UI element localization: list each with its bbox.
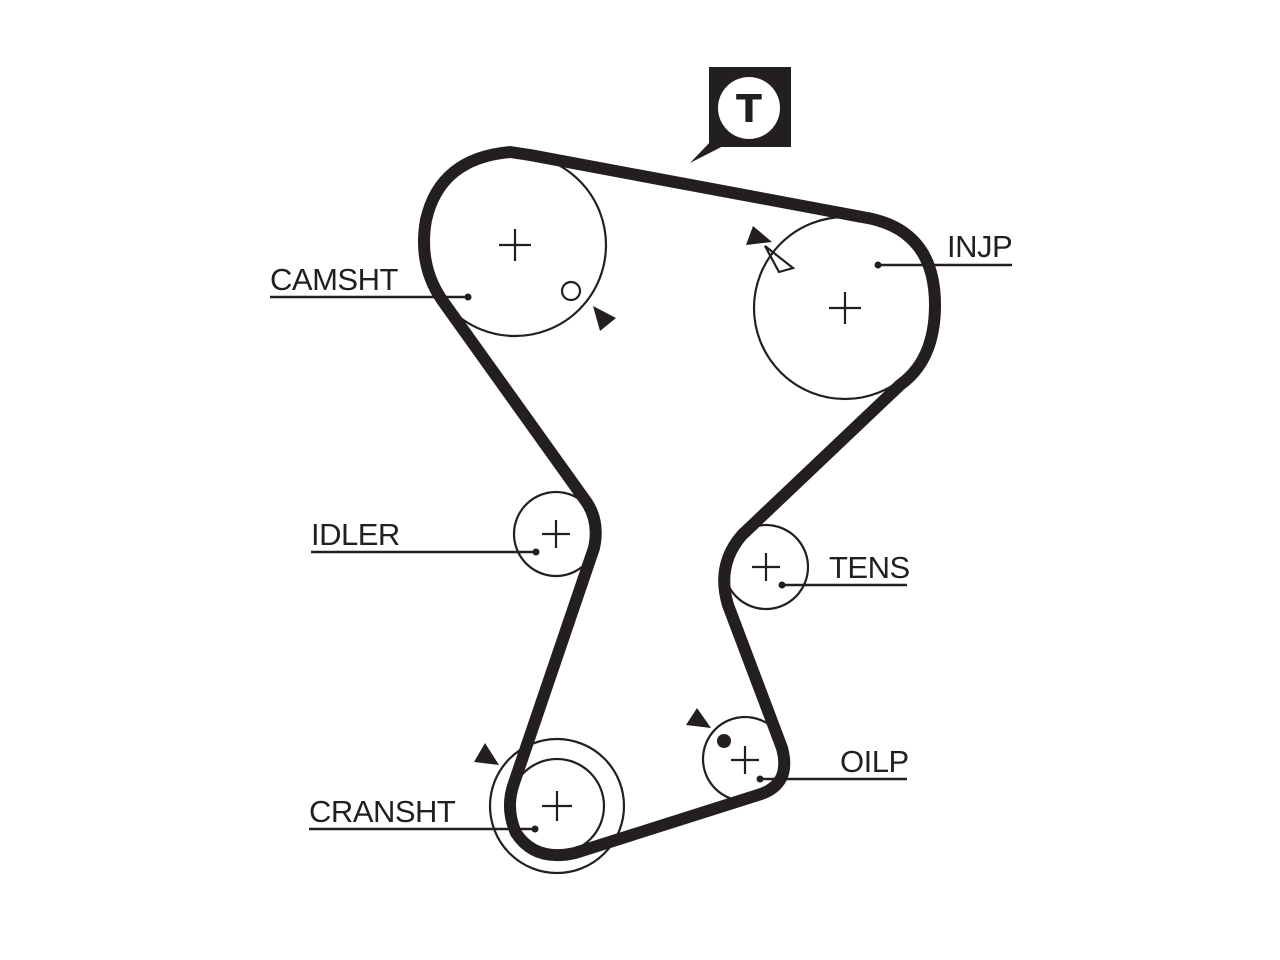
badge-letter: T (736, 87, 762, 131)
injection-pump-center-icon (829, 292, 861, 324)
oil-pump-leader (756, 775, 907, 783)
crankshaft-leader (309, 825, 539, 833)
injection-pump-leader (874, 261, 1012, 269)
oil-pump-center-icon (731, 746, 759, 774)
idler-label: IDLER (311, 517, 400, 552)
tensioner-leader (778, 581, 907, 589)
injection-pump-notch-icon (764, 245, 796, 274)
camshaft-timing-hole (560, 280, 582, 302)
crankshaft-label: CRANSHT (309, 794, 456, 829)
camshaft-leader (270, 293, 472, 301)
crankshaft-timing-arrow-icon (474, 743, 499, 765)
idler-center-icon (542, 520, 570, 548)
tensioner-badge: T (690, 67, 791, 163)
camshaft-center-icon (499, 229, 531, 261)
tensioner-label: TENS (829, 550, 910, 585)
camshaft-label: CAMSHT (270, 262, 398, 297)
idler-leader (311, 548, 540, 556)
oil-pump-label: OILP (840, 744, 909, 779)
oil-pump-timing-arrow-icon (686, 708, 711, 728)
oil-pump-timing-dot-icon (717, 734, 731, 748)
injection-pump-label: INJP (947, 229, 1012, 264)
tensioner-center-icon (752, 553, 780, 581)
injection-pump-timing-arrow-icon (746, 226, 772, 245)
timing-belt (418, 146, 941, 862)
camshaft-timing-arrow-icon (593, 306, 616, 331)
crankshaft-center-icon (542, 791, 572, 821)
